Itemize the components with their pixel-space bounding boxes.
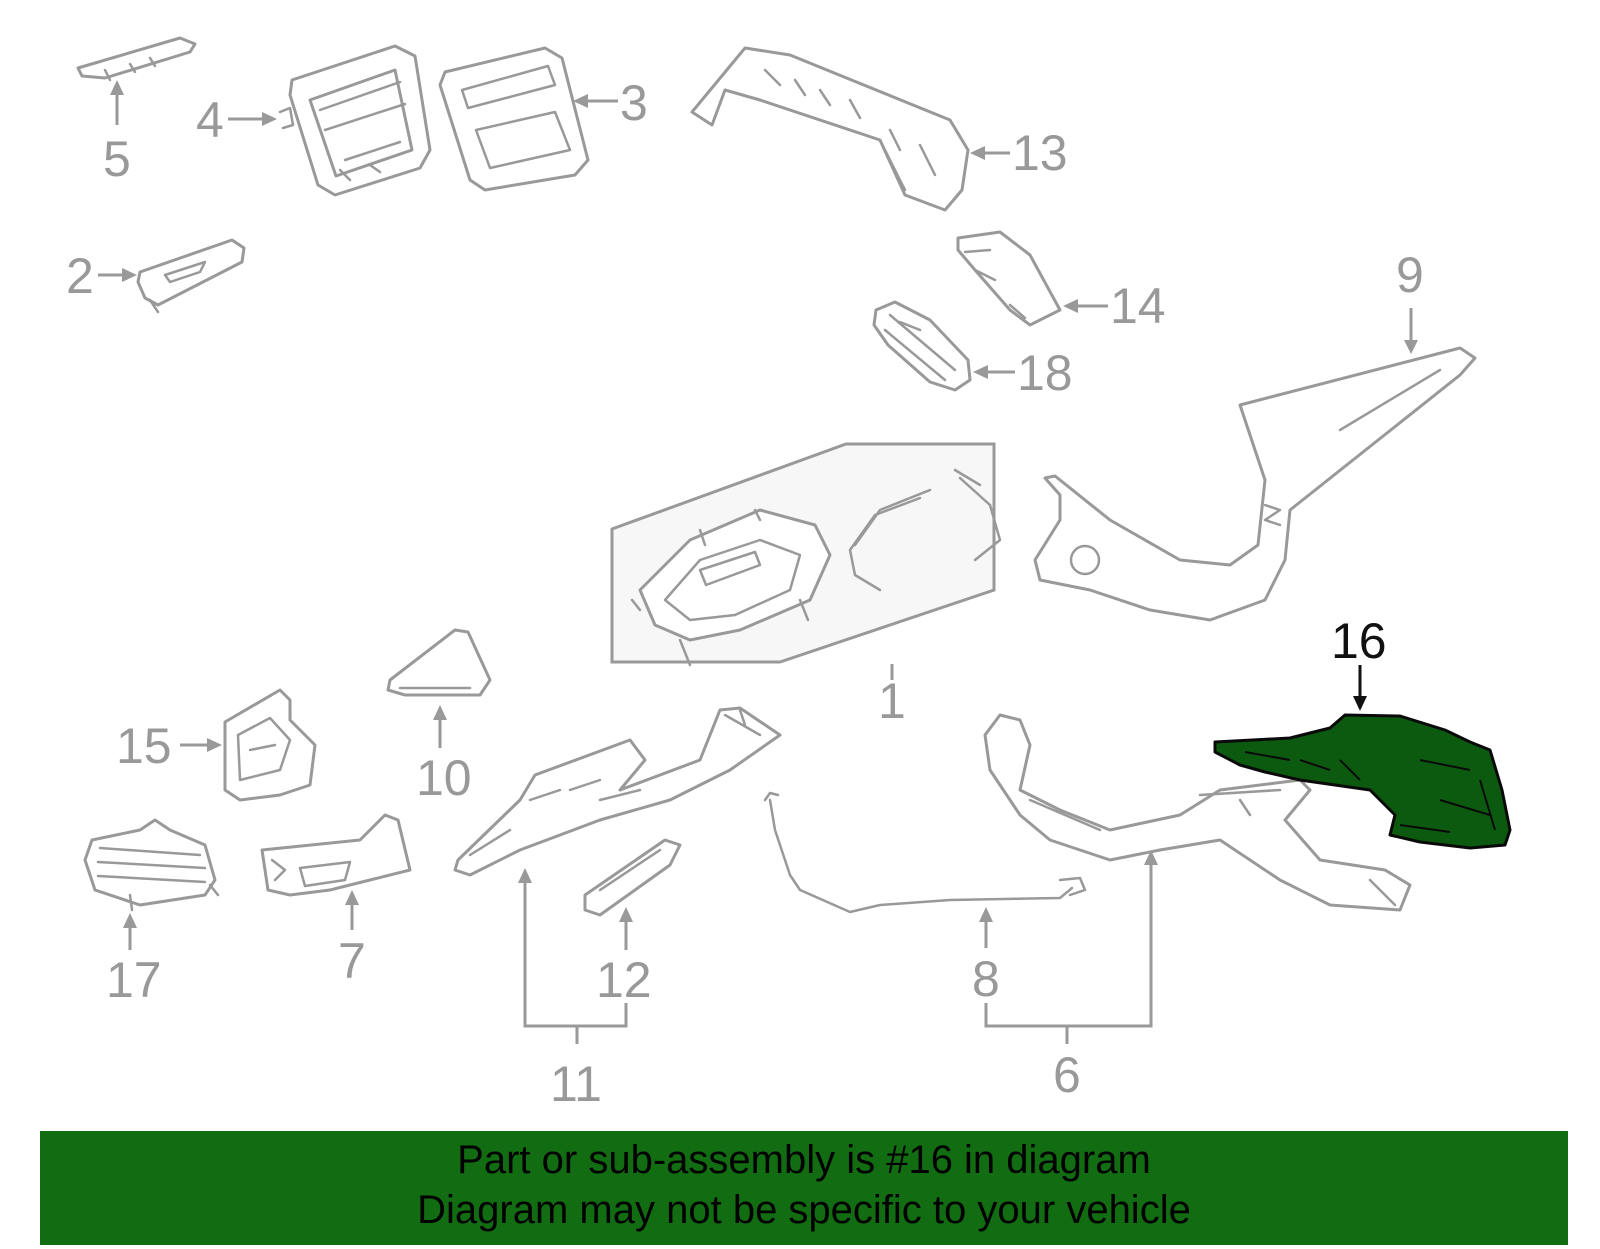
callout-2-leader (98, 268, 137, 282)
callout-12[interactable]: 12 (596, 952, 652, 1008)
callout-17[interactable]: 17 (106, 952, 162, 1008)
callout-1[interactable]: 1 (878, 673, 906, 729)
banner-line-2: Diagram may not be specific to your vehi… (417, 1188, 1191, 1232)
part-14-side-trim[interactable] (956, 230, 1062, 327)
callout-15-leader (180, 738, 222, 752)
part-11-lower-panel[interactable] (453, 706, 782, 877)
part-10-cover[interactable] (386, 628, 492, 697)
callout-6[interactable]: 6 (1053, 1047, 1081, 1103)
part-17-vent-assembly[interactable] (83, 818, 220, 912)
banner-line-1: Part or sub-assembly is #16 in diagram (457, 1138, 1151, 1182)
part-7-knee-trim[interactable] (260, 813, 412, 897)
callout-8[interactable]: 8 (972, 951, 1000, 1007)
callout-13-leader (970, 146, 1010, 160)
callout-6-leader (984, 850, 1158, 1044)
callout-18[interactable]: 18 (1017, 345, 1073, 401)
part-2-switch-bezel[interactable] (136, 238, 246, 314)
callout-11-leader (518, 868, 628, 1044)
callout-18-leader (973, 365, 1015, 379)
callout-11[interactable]: 11 (550, 1056, 602, 1112)
callout-7-leader (345, 890, 359, 930)
part-12-cover-plate[interactable] (583, 838, 682, 917)
part-6-lower-trim[interactable] (983, 713, 1412, 912)
callout-5[interactable]: 5 (103, 131, 131, 187)
callout-4[interactable]: 4 (196, 92, 224, 148)
callout-9[interactable]: 9 (1396, 247, 1424, 303)
callout-5-leader (110, 80, 124, 125)
callout-16[interactable]: 16 (1331, 613, 1387, 669)
part-8-wire-harness[interactable] (763, 791, 1087, 914)
callout-8-leader (979, 907, 993, 948)
callout-13[interactable]: 13 (1012, 125, 1068, 181)
callout-4-leader (228, 112, 277, 126)
callout-10-leader (433, 705, 447, 748)
part-1-cluster-assembly[interactable] (610, 442, 1002, 667)
callout-12-leader (619, 907, 633, 950)
callout-15[interactable]: 15 (116, 718, 172, 774)
part-15-bracket[interactable] (223, 688, 317, 802)
callout-9-leader (1404, 308, 1418, 354)
callout-14[interactable]: 14 (1110, 278, 1166, 334)
part-5-trim-strip[interactable] (76, 36, 197, 82)
callout-16-leader (1353, 665, 1367, 711)
part-3-trim-plate[interactable] (438, 46, 590, 192)
highlight-banner: Part or sub-assembly is #16 in diagram D… (40, 1131, 1568, 1245)
part-9-side-panel[interactable] (1033, 346, 1477, 622)
callout-2[interactable]: 2 (66, 248, 94, 304)
callout-3[interactable]: 3 (620, 75, 648, 131)
callout-10[interactable]: 10 (416, 750, 472, 806)
callout-3-leader (573, 94, 618, 108)
part-18-air-vent[interactable] (872, 300, 972, 392)
part-13-trim-molding[interactable] (690, 46, 970, 212)
callout-17-leader (123, 913, 137, 950)
part-16-highlighted-part[interactable] (1213, 713, 1512, 850)
part-4-bezel-frame[interactable] (278, 44, 432, 197)
callout-14-leader (1063, 299, 1108, 313)
callout-7[interactable]: 7 (338, 933, 366, 989)
